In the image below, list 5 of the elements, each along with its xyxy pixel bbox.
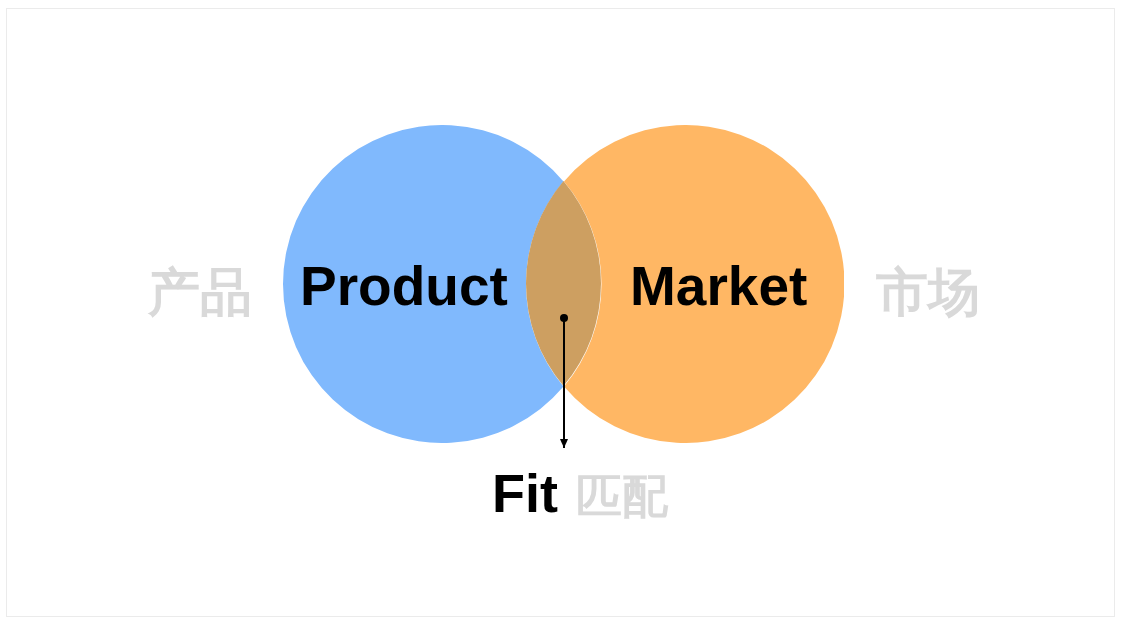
overlap-label: Fit	[492, 466, 558, 520]
set-label: Product	[300, 259, 508, 314]
leader-arrow	[558, 313, 569, 448]
overlap-region	[526, 181, 601, 387]
set-label: Market	[630, 259, 808, 314]
